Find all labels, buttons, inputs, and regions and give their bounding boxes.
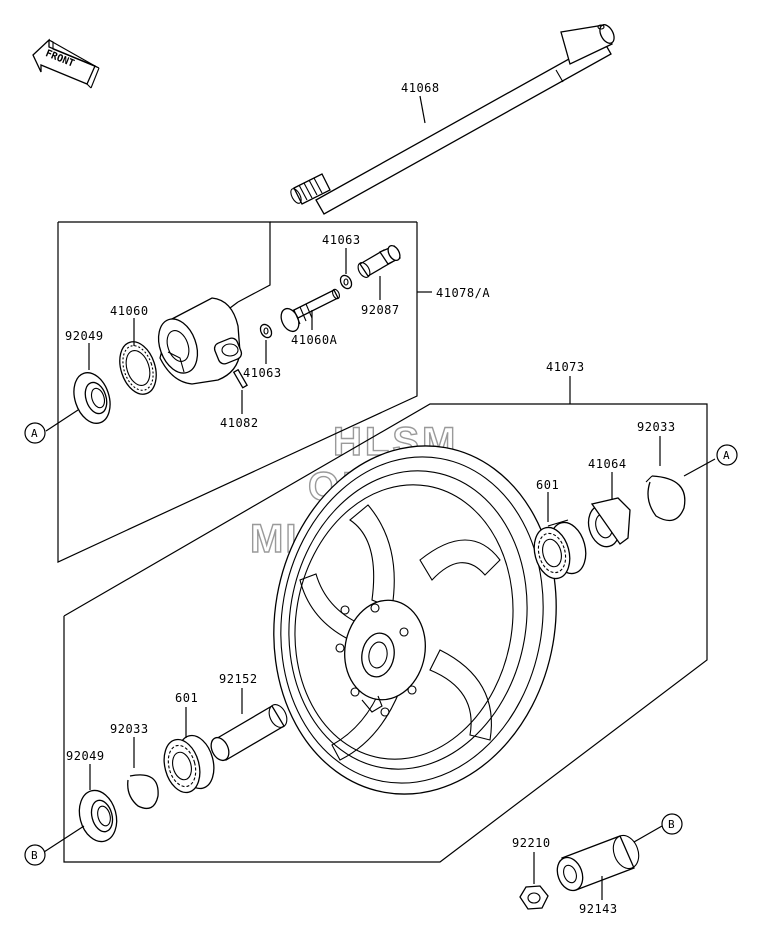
spacer-41063-low — [259, 323, 273, 364]
label-41063-top: 41063 — [322, 233, 361, 247]
callout-a-right-letter: A — [723, 449, 730, 462]
label-92033-right: 92033 — [637, 420, 676, 434]
front-direction-arrow: FRONT — [32, 38, 100, 89]
wheel-41073 — [273, 445, 557, 795]
callout-b-right-letter: B — [668, 818, 675, 831]
bearing-601-left — [163, 707, 215, 794]
bushing-92087 — [357, 244, 401, 300]
spacer-92152 — [210, 688, 288, 762]
callout-a-right: A — [716, 444, 738, 466]
collar-41064 — [587, 472, 631, 548]
wheel-frame — [63, 376, 708, 863]
label-92087: 92087 — [361, 303, 400, 317]
label-41063-low: 41063 — [243, 366, 282, 380]
label-92210: 92210 — [512, 836, 551, 850]
label-92033-left: 92033 — [110, 722, 149, 736]
nut-92210 — [519, 852, 549, 910]
label-41068: 41068 — [401, 81, 440, 95]
label-601-left: 601 — [175, 691, 198, 705]
circlip-92033-left — [127, 737, 159, 810]
callout-a-left-letter: A — [31, 427, 38, 440]
label-92143: 92143 — [579, 902, 618, 916]
hub-body — [157, 297, 243, 385]
callout-b-left: B — [24, 844, 46, 866]
label-41060: 41060 — [110, 304, 149, 318]
pin-41082 — [232, 368, 248, 414]
collar-92143 — [556, 825, 663, 900]
label-92049-lower: 92049 — [66, 749, 105, 763]
spacer-41063-top — [339, 248, 353, 290]
circlip-92033-right — [645, 436, 716, 522]
label-41073: 41073 — [546, 360, 585, 374]
gear-41060a — [280, 288, 340, 333]
label-41064: 41064 — [588, 457, 627, 471]
seal-92049-upper — [45, 343, 111, 432]
label-41078a: 41078/A — [436, 286, 490, 300]
label-92152: 92152 — [219, 672, 258, 686]
hub-assembly-frame — [57, 221, 432, 563]
bearing-601-right — [533, 492, 587, 580]
callout-a-left: A — [24, 422, 46, 444]
label-41060a: 41060A — [291, 333, 338, 347]
callout-b-right: B — [661, 813, 683, 835]
callout-b-left-letter: B — [31, 849, 38, 862]
part-labels: 41068 41063 41078/A 92087 41060 41060A 9… — [65, 81, 676, 916]
axle-41068 — [290, 24, 615, 215]
ring-41060 — [119, 318, 157, 395]
label-41082: 41082 — [220, 416, 259, 430]
label-92049-upper: 92049 — [65, 329, 104, 343]
seal-92049-lower — [43, 764, 118, 853]
label-601-right: 601 — [536, 478, 559, 492]
